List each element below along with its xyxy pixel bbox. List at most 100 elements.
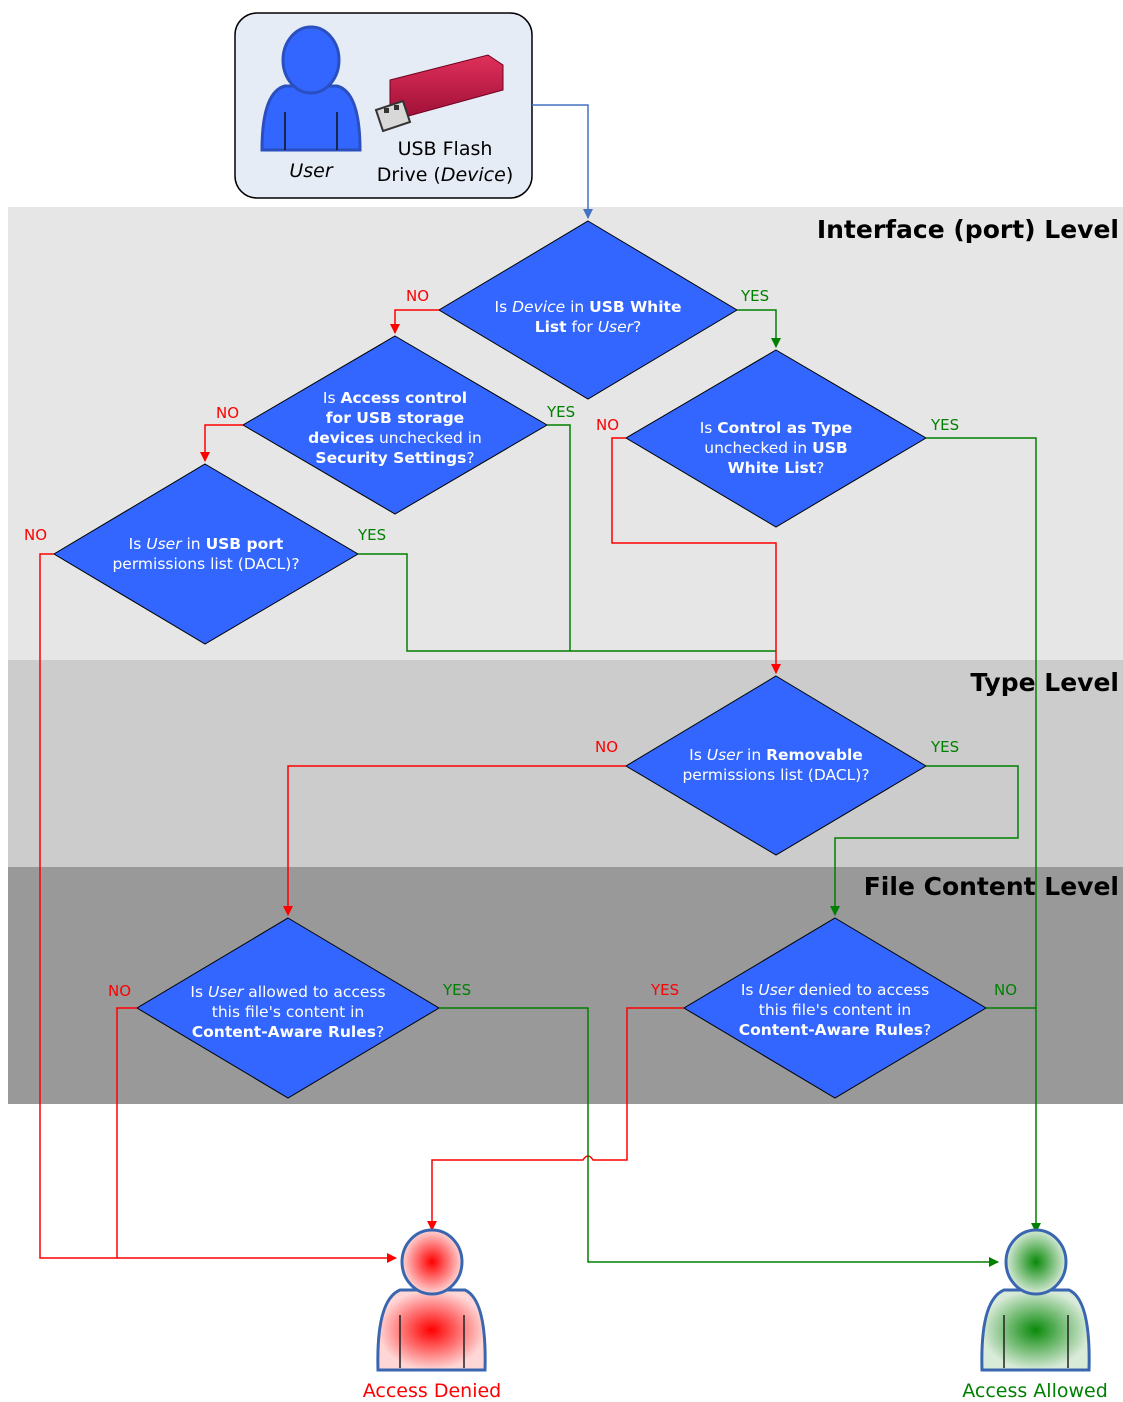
q2-yes-connector bbox=[547, 424, 571, 651]
q4-c: in bbox=[181, 535, 206, 553]
decision-q7-diamond bbox=[683, 917, 987, 1099]
q3-c: unchecked in bbox=[704, 439, 813, 457]
q4-text: Is User in USB port permissions list (DA… bbox=[76, 534, 336, 574]
q1-f: for bbox=[566, 318, 598, 336]
decision-q5-diamond bbox=[625, 675, 927, 856]
q1-g: User bbox=[597, 318, 634, 336]
q1-d: USB White bbox=[589, 298, 682, 316]
q6-e: Content-Aware Rules bbox=[191, 1023, 376, 1041]
entry-arrow bbox=[532, 104, 593, 219]
q4-a: Is bbox=[128, 535, 147, 553]
q5-text: Is User in Removable permissions list (D… bbox=[646, 745, 906, 785]
q5-a: Is bbox=[689, 746, 707, 764]
q2-e: unchecked in bbox=[374, 429, 482, 447]
q1-yes-label: YES bbox=[741, 287, 770, 305]
q6-a: Is bbox=[190, 983, 208, 1001]
q7-a: Is bbox=[740, 981, 759, 999]
access-denied-icon bbox=[376, 1228, 487, 1372]
q6-no-label: NO bbox=[108, 982, 132, 1000]
q1-text: Is Device in USB White List for User? bbox=[458, 297, 718, 337]
q5-yes-connector bbox=[830, 765, 1019, 916]
type-level-title: Type Level bbox=[970, 668, 1119, 697]
q5-b: User bbox=[706, 746, 743, 764]
q5-c: in bbox=[742, 746, 767, 764]
device-label-line2-suffix: ) bbox=[505, 164, 514, 186]
decision-q4-diamond bbox=[53, 463, 359, 645]
q7-text: Is User denied to access this file's con… bbox=[705, 980, 965, 1040]
q6-text: Is User allowed to access this file's co… bbox=[158, 982, 418, 1042]
decision-q1-diamond bbox=[438, 220, 738, 400]
q1-a: Is bbox=[494, 298, 513, 316]
q2-a: Is bbox=[322, 389, 341, 407]
q6-f: ? bbox=[375, 1023, 385, 1041]
q3-d: USB bbox=[812, 439, 848, 457]
q4-d: USB port bbox=[205, 535, 284, 553]
q1-h: ? bbox=[633, 318, 642, 336]
q2-yes-label: YES bbox=[547, 403, 576, 421]
q3-f: ? bbox=[816, 459, 825, 477]
q3-a: Is bbox=[699, 419, 718, 437]
q2-f: Security Settings bbox=[315, 449, 467, 467]
q2-b: Access control bbox=[340, 389, 468, 407]
q3-no-connector bbox=[611, 437, 781, 674]
q1-e: List bbox=[534, 318, 567, 336]
q1-no-connector bbox=[390, 309, 439, 334]
q3-yes-label: YES bbox=[931, 416, 960, 434]
q7-e: Content-Aware Rules bbox=[738, 1021, 923, 1039]
q4-yes-connector bbox=[358, 553, 776, 652]
usb-flash-drive-icon bbox=[374, 54, 504, 133]
interface-level-title: Interface (port) Level bbox=[816, 215, 1119, 244]
q7-yes-label-text: YES bbox=[651, 981, 680, 999]
decision-q6-diamond bbox=[136, 917, 440, 1099]
band-type-level bbox=[8, 660, 1123, 867]
q2-no-connector bbox=[200, 424, 243, 462]
access-allowed-label: Access Allowed bbox=[962, 1380, 1108, 1402]
decision-q3-diamond bbox=[625, 349, 927, 528]
q4-no-connector bbox=[39, 553, 397, 1263]
q1-c: in bbox=[565, 298, 590, 316]
q2-d: devices bbox=[308, 429, 375, 447]
device-label: USB Flash Drive (Device) bbox=[360, 136, 530, 188]
q6-c: allowed to access bbox=[243, 983, 386, 1001]
q4-yes-label: YES bbox=[358, 526, 387, 544]
q5-d: Removable bbox=[766, 746, 863, 764]
q5-no-connector bbox=[283, 765, 626, 916]
access-denied-label: Access Denied bbox=[362, 1380, 502, 1402]
user-icon bbox=[260, 25, 362, 152]
q3-text: Is Control as Type unchecked in USB Whit… bbox=[656, 418, 896, 478]
q7-no-label-text: NO bbox=[994, 981, 1018, 999]
q7-f: ? bbox=[922, 1021, 932, 1039]
q1-yes-connector bbox=[737, 309, 781, 348]
q1-no-label: NO bbox=[406, 287, 430, 305]
q3-no-label: NO bbox=[596, 416, 620, 434]
q4-b: User bbox=[146, 535, 182, 553]
q4-no-label: NO bbox=[24, 526, 48, 544]
q6-yes-label: YES bbox=[443, 981, 472, 999]
decision-q2-diamond bbox=[242, 335, 548, 515]
q3-e: White List bbox=[727, 459, 817, 477]
q7-b: User bbox=[758, 981, 794, 999]
device-label-line2-em: Device bbox=[440, 164, 506, 186]
q5-no-label: NO bbox=[595, 738, 619, 756]
q6-b: User bbox=[208, 983, 244, 1001]
file-content-level-title: File Content Level bbox=[863, 872, 1119, 901]
q3-b: Control as Type bbox=[717, 419, 853, 437]
q6-no-connector bbox=[116, 1007, 137, 1258]
q7-d: this file's content in bbox=[758, 1001, 912, 1019]
q2-text: Is Access control for USB storage device… bbox=[275, 388, 515, 468]
q4-e: permissions list (DACL)? bbox=[112, 555, 300, 573]
access-allowed-icon bbox=[980, 1228, 1091, 1372]
q5-yes-label: YES bbox=[931, 738, 960, 756]
q5-e: permissions list (DACL)? bbox=[682, 766, 870, 784]
q7-c: denied to access bbox=[793, 981, 930, 999]
q3-yes-connector bbox=[926, 437, 1041, 1233]
device-label-line2-prefix: Drive ( bbox=[376, 164, 441, 186]
q6-d: this file's content in bbox=[211, 1003, 365, 1021]
q7-yes-connector bbox=[427, 1007, 684, 1231]
q1-b: Device bbox=[512, 298, 566, 316]
q2-no-label: NO bbox=[216, 404, 240, 422]
user-label: User bbox=[289, 160, 333, 182]
q2-g: ? bbox=[466, 449, 475, 467]
